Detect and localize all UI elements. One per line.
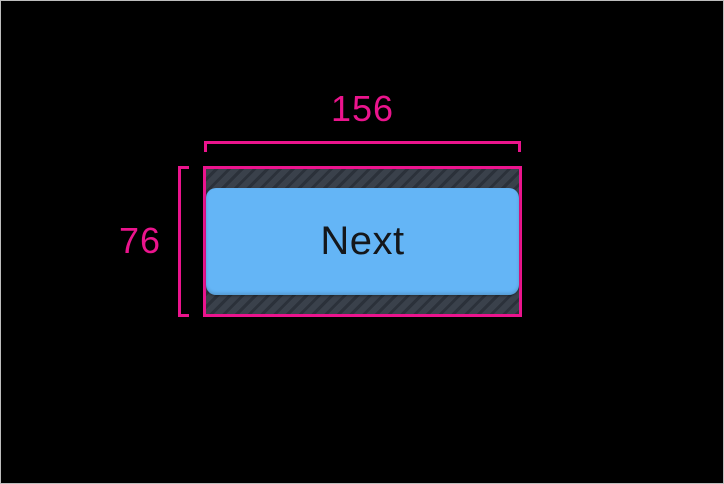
width-dimension-label: 156 bbox=[330, 88, 395, 129]
touch-target-region: Next bbox=[203, 166, 522, 317]
height-dimension-bracket bbox=[178, 166, 189, 317]
height-dimension-label: 76 bbox=[118, 220, 161, 261]
next-button[interactable]: Next bbox=[206, 188, 519, 295]
next-button-label: Next bbox=[320, 219, 405, 263]
width-dimension-bracket bbox=[204, 141, 521, 152]
